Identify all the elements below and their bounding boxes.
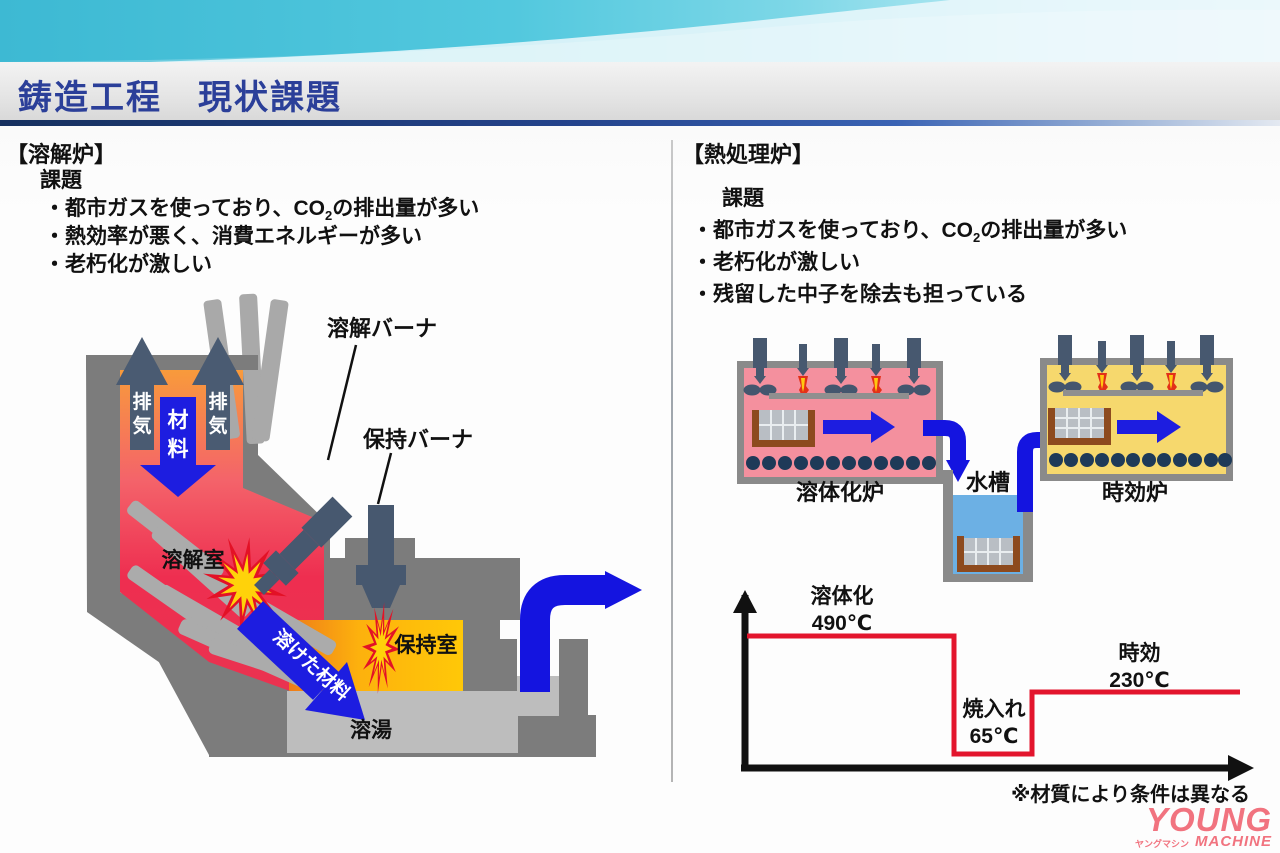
melt-burner-leader-line bbox=[326, 344, 358, 461]
water-tank bbox=[943, 470, 1033, 582]
title-band bbox=[0, 62, 1280, 120]
column-divider bbox=[671, 140, 673, 782]
hold-burner-label: 保持バーナ bbox=[362, 427, 473, 452]
left-issues-title: 課題 bbox=[40, 169, 82, 192]
y-axis-arrowhead bbox=[733, 590, 757, 613]
outlet-wall-left bbox=[460, 578, 517, 720]
left-issue-1-sub: 2 bbox=[324, 208, 333, 224]
header-swoosh-decoration bbox=[0, 0, 1280, 62]
furnace-right-wall bbox=[243, 355, 330, 620]
molten-metal-label: 溶湯 bbox=[350, 718, 392, 742]
hearth-slope bbox=[120, 590, 290, 755]
logo-machine-text: MACHINE bbox=[1195, 833, 1272, 850]
swoosh-curve-2 bbox=[0, 9, 1280, 62]
aging-temp: 230℃ bbox=[1109, 669, 1170, 692]
quench-stage: 焼入れ bbox=[962, 698, 1026, 721]
flow-arrow bbox=[1117, 411, 1181, 443]
aging-stage: 時効 bbox=[1118, 642, 1161, 665]
melt-chamber-label: 溶解室 bbox=[162, 548, 225, 572]
aging-furnace bbox=[1040, 335, 1233, 481]
left-issue-3: ・老朽化が激しい bbox=[44, 253, 212, 276]
solution-temp: 490℃ bbox=[811, 612, 873, 635]
melt-burner-label: 溶解バーナ bbox=[327, 316, 437, 341]
quench-temp: 65℃ bbox=[969, 725, 1019, 748]
exhaust-label-char1: 排 bbox=[132, 390, 151, 413]
holding-burner bbox=[356, 505, 406, 608]
right-issue-1-text: ・都市ガスを使っており、CO bbox=[692, 219, 973, 242]
solution-furnace bbox=[737, 338, 943, 484]
young-machine-logo: YOUNG ヤングマシン MACHINE bbox=[1135, 803, 1272, 849]
exhaust-arrow-right: 排 気 bbox=[192, 337, 244, 450]
right-issue-1-text2: の排出量が多い bbox=[980, 219, 1128, 242]
solution-furnace-label: 溶体化炉 bbox=[796, 480, 884, 505]
arrow-to-tank bbox=[923, 420, 970, 482]
right-issue-3: ・残留した中子を除去も担っている bbox=[692, 283, 1027, 306]
right-issue-2: ・老朽化が激しい bbox=[692, 251, 860, 274]
rollers bbox=[1049, 453, 1232, 467]
right-issue-1-sub: 2 bbox=[972, 230, 981, 246]
basket bbox=[752, 410, 815, 447]
melting-burner bbox=[254, 496, 353, 595]
rollers bbox=[746, 456, 936, 470]
chart-note: ※材質により条件は異なる bbox=[1010, 784, 1250, 806]
melting-furnace-diagram: 排 気 排 気 材 料 bbox=[86, 293, 642, 757]
temperature-profile-chart bbox=[733, 590, 1254, 781]
heat-treatment-diagram: 溶体化炉 水槽 時効炉 bbox=[737, 335, 1233, 582]
swoosh-curve bbox=[150, 0, 1280, 62]
title-underline bbox=[0, 120, 1280, 126]
temperature-step-line bbox=[747, 633, 1240, 757]
left-issue-1-text: ・都市ガスを使っており、CO bbox=[44, 197, 325, 220]
material-label-char1: 材 bbox=[168, 408, 189, 432]
section-heading-melting-furnace: 【溶解炉】 bbox=[6, 142, 117, 167]
exhaust-label-char2: 気 bbox=[208, 414, 227, 437]
exhaust-arrow-left: 排 気 bbox=[116, 337, 168, 450]
hold-chamber-label: 保持室 bbox=[394, 633, 458, 657]
exhaust-label-char1: 排 bbox=[208, 390, 227, 413]
furnace-left-wall bbox=[86, 355, 209, 697]
chart-label-solution: 溶体化 490℃ bbox=[786, 583, 898, 637]
flow-arrow bbox=[823, 411, 895, 443]
basket bbox=[1048, 408, 1111, 445]
submerged-basket bbox=[957, 536, 1020, 572]
water-tank-label: 水槽 bbox=[966, 470, 1010, 495]
logo-young-text: YOUNG bbox=[1145, 801, 1272, 838]
material-arrow: 材 料 bbox=[140, 397, 216, 497]
page-title: 鋳造工程 現状課題 bbox=[18, 79, 342, 117]
chart-label-quench: 焼入れ 65℃ bbox=[938, 696, 1050, 750]
outlet-wall-right bbox=[559, 639, 588, 720]
outlet-arrow bbox=[520, 571, 642, 692]
hold-burner-leader-line bbox=[376, 452, 393, 505]
left-issue-2: ・熱効率が悪く、消費エネルギーが多い bbox=[44, 225, 422, 248]
aging-furnace-label: 時効炉 bbox=[1102, 480, 1168, 505]
left-issue-1: ・都市ガスを使っており、CO2の排出量が多い bbox=[44, 192, 479, 223]
x-axis-arrowhead bbox=[1228, 755, 1254, 781]
material-label-char2: 料 bbox=[168, 438, 189, 461]
right-issue-1: ・都市ガスを使っており、CO2の排出量が多い bbox=[692, 214, 1127, 245]
logo-kana-text: ヤングマシン bbox=[1134, 839, 1189, 849]
solution-stage: 溶体化 bbox=[810, 585, 874, 608]
left-issue-1-text2: の排出量が多い bbox=[332, 197, 480, 220]
exhaust-label-char2: 気 bbox=[132, 414, 151, 437]
right-issues-title: 課題 bbox=[722, 187, 764, 210]
section-heading-heat-treatment-furnace: 【熱処理炉】 bbox=[682, 142, 815, 167]
chart-label-aging: 時効 230℃ bbox=[1082, 640, 1197, 694]
